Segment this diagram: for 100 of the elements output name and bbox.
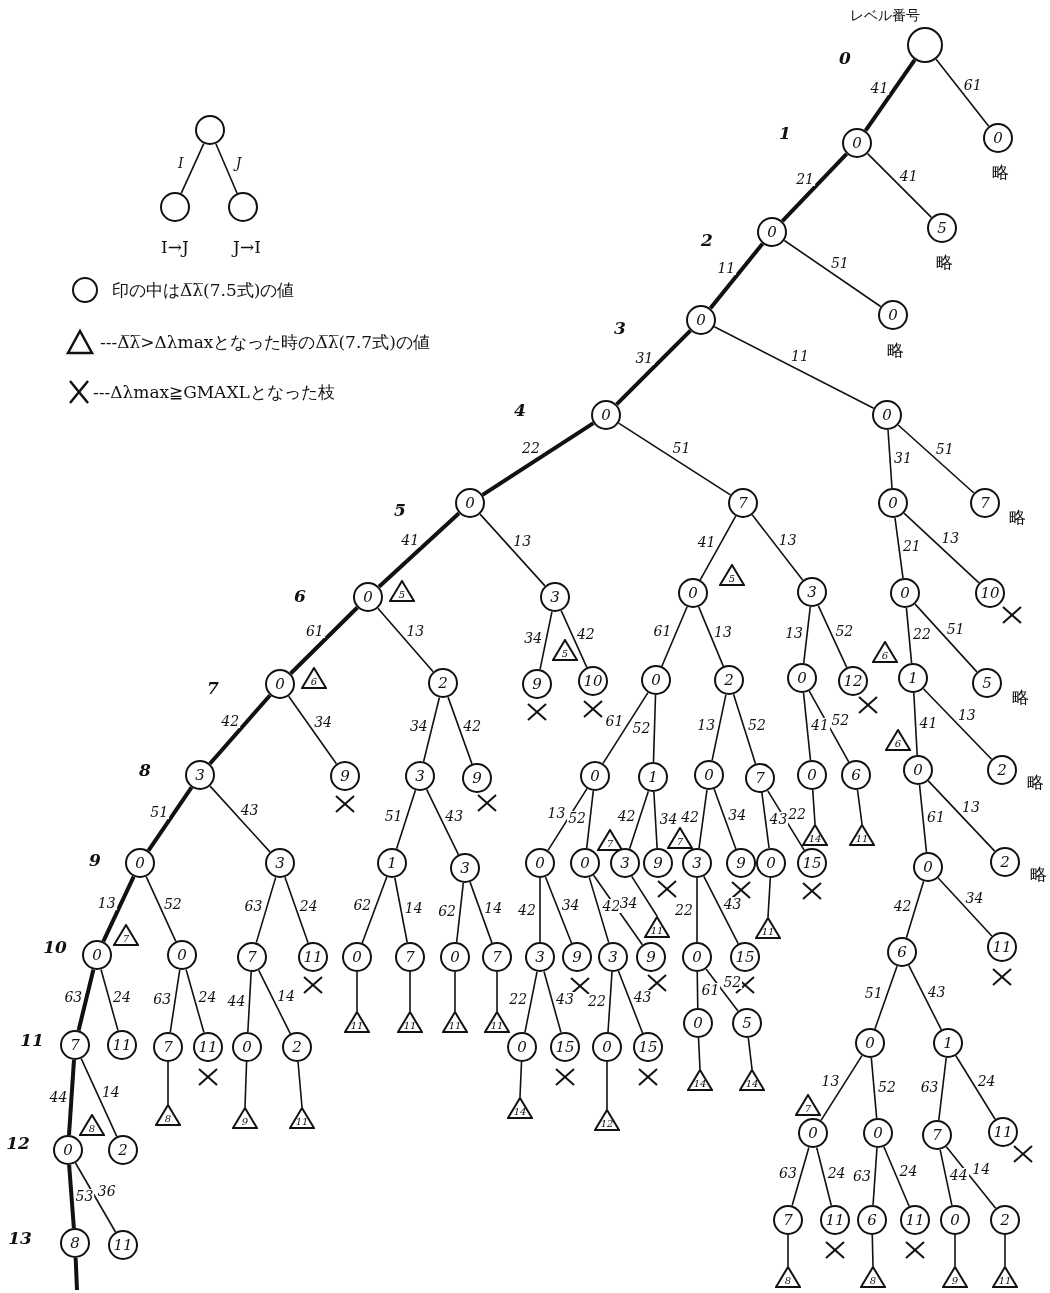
omitted-note: 略 xyxy=(1029,865,1047,883)
omitted-note: 略 xyxy=(935,253,953,271)
branch-line xyxy=(866,152,933,219)
branch-line xyxy=(617,970,644,1034)
branch-line xyxy=(787,1234,789,1267)
node-value: 3 xyxy=(692,855,702,871)
circle-node xyxy=(570,848,600,878)
triangle-node xyxy=(484,1011,510,1033)
edge-label: 24 xyxy=(112,989,132,1004)
triangle-node xyxy=(597,829,623,851)
branch-line xyxy=(856,789,863,825)
thick-branch-line xyxy=(101,875,136,943)
node-value: 11 xyxy=(350,1021,364,1033)
branch-line xyxy=(903,512,980,584)
circle-node xyxy=(855,1028,885,1058)
branch-line xyxy=(699,515,737,581)
triangle-node xyxy=(442,1011,468,1033)
circle-node xyxy=(167,940,197,970)
node-value: 9 xyxy=(532,676,542,692)
node-value: 5 xyxy=(937,220,947,236)
triangle-node xyxy=(885,729,911,751)
branch-line xyxy=(356,971,358,1012)
node-value: 14 xyxy=(513,1107,527,1119)
direction-label: I→J xyxy=(161,238,189,256)
node-value: 11 xyxy=(403,1021,417,1033)
node-value: 14 xyxy=(808,834,822,846)
triangle-node xyxy=(872,641,898,663)
circle-node xyxy=(353,582,383,612)
node-value: 2 xyxy=(724,672,734,688)
level-number: 1 xyxy=(779,124,791,142)
branch-line xyxy=(922,688,993,760)
branch-line xyxy=(705,968,739,1012)
edge-label: 34 xyxy=(523,630,544,645)
node-value: 0 xyxy=(352,949,362,965)
edge-label: 34 xyxy=(408,719,429,734)
circle-node xyxy=(633,1032,663,1062)
edge-label: 13 xyxy=(940,531,961,546)
triangle-node xyxy=(289,1107,315,1129)
circle-node xyxy=(482,942,512,972)
circle-node xyxy=(342,942,372,972)
circle-node xyxy=(405,761,435,791)
circle-node xyxy=(53,1135,83,1165)
circle-node xyxy=(108,1230,138,1260)
edge-label: 44 xyxy=(226,994,247,1009)
branch-line xyxy=(606,1061,608,1110)
circle-node xyxy=(550,1032,580,1062)
node-value: 0 xyxy=(242,1039,252,1055)
node-value: 9 xyxy=(951,1276,959,1288)
circle-node xyxy=(987,932,1017,962)
circle-node xyxy=(773,1205,803,1235)
branch-line xyxy=(751,514,804,581)
branch-line xyxy=(905,880,925,939)
node-value: 0 xyxy=(450,949,460,965)
circle-node xyxy=(682,848,712,878)
circle-node xyxy=(108,1135,138,1165)
circle-node xyxy=(683,1008,713,1038)
branch-line xyxy=(661,606,688,667)
node-value: 0 xyxy=(808,1125,818,1141)
branch-line xyxy=(945,1145,997,1210)
node-value: 9 xyxy=(340,768,350,784)
edge-label: 13 xyxy=(784,626,804,641)
circle-node xyxy=(232,1032,262,1062)
node-value: 2 xyxy=(1000,854,1010,870)
branch-line xyxy=(820,1054,863,1122)
edge-label: 24 xyxy=(826,1166,847,1181)
triangle-node xyxy=(389,580,415,602)
node-value: 5 xyxy=(728,574,736,586)
edge-label: 63 xyxy=(243,899,264,914)
edge-label: 13 xyxy=(546,805,567,820)
edge-label: 36 xyxy=(96,1184,117,1198)
edge-label: 22 xyxy=(787,806,807,821)
branch-line xyxy=(454,971,456,1012)
node-value: 5 xyxy=(398,590,406,602)
triangle-node xyxy=(739,1069,765,1091)
branch-line xyxy=(697,606,725,667)
circle-node xyxy=(450,853,480,883)
triangle-node xyxy=(344,1011,370,1033)
edge-label: 52 xyxy=(747,718,767,733)
circle-node xyxy=(757,217,787,247)
node-value: 14 xyxy=(745,1079,759,1091)
circle-node xyxy=(890,578,920,608)
branch-line xyxy=(696,971,699,1009)
triangle-node xyxy=(79,1114,105,1136)
edge-label: 34 xyxy=(658,812,679,827)
node-value: 11 xyxy=(992,939,1012,955)
circle-node xyxy=(878,488,908,518)
direction-label: J→I xyxy=(233,238,261,256)
circle-node xyxy=(562,942,592,972)
branch-line xyxy=(255,876,277,944)
circle-node xyxy=(898,663,928,693)
edge-label: I xyxy=(176,156,185,171)
branch-line xyxy=(905,607,913,664)
branch-line xyxy=(588,876,610,944)
level-number: 8 xyxy=(139,761,151,779)
node-value: 6 xyxy=(894,739,902,751)
branch-line xyxy=(907,964,943,1031)
edge-label: 62 xyxy=(352,898,373,913)
branch-line xyxy=(617,422,732,496)
branch-line xyxy=(180,142,205,195)
triangle-node xyxy=(155,1104,181,1126)
